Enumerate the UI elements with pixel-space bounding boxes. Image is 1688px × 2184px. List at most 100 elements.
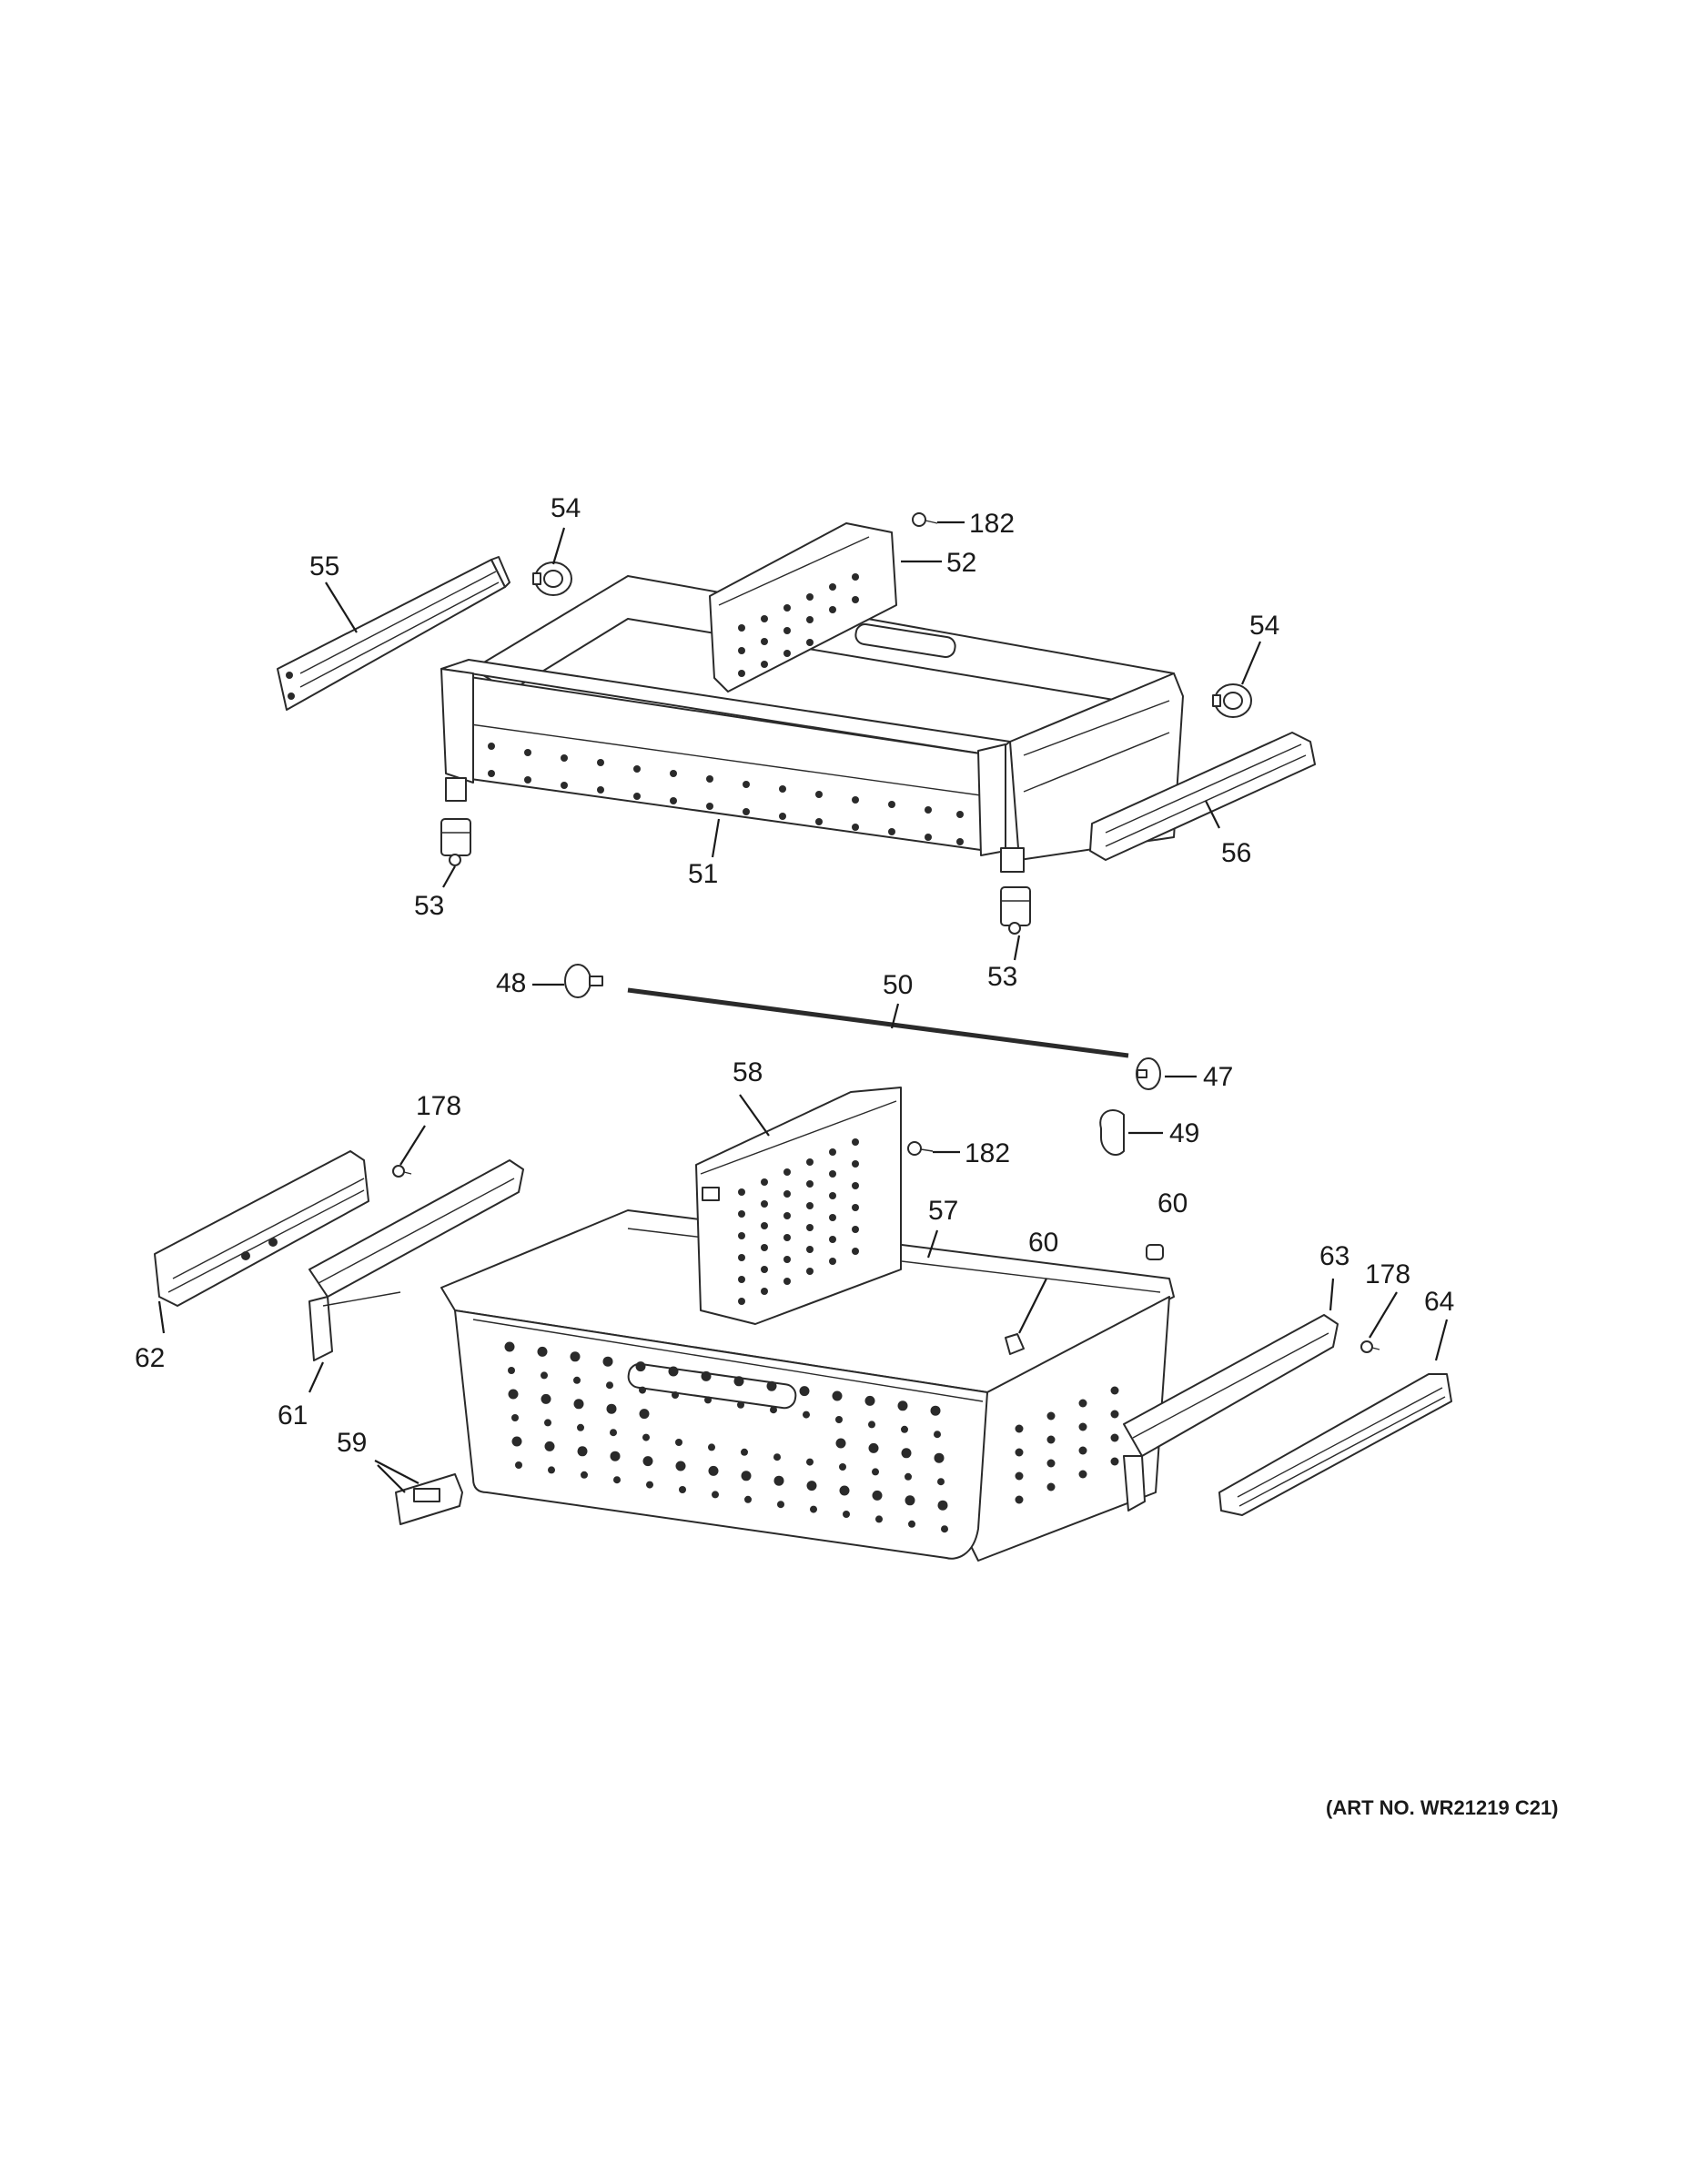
perforation-hole	[934, 1431, 941, 1439]
perforation-hole	[606, 1403, 617, 1414]
perforation-hole	[806, 1180, 814, 1188]
part-64-slide-rail	[1218, 1373, 1452, 1516]
perforation-hole	[1110, 1410, 1119, 1419]
callout-55: 55	[309, 551, 339, 581]
perforation-hole	[806, 1246, 814, 1253]
perforation-hole	[829, 1192, 836, 1199]
callout-64: 64	[1424, 1287, 1454, 1317]
perforation-hole	[852, 1248, 859, 1255]
perforation-hole	[704, 1396, 712, 1404]
perforation-hole	[744, 1495, 752, 1503]
part-48-gear	[564, 964, 603, 998]
perforation-hole	[799, 1386, 810, 1397]
perforation-hole	[783, 1256, 791, 1263]
part-61-slide-bracket	[308, 1159, 524, 1361]
perforation-hole	[570, 1351, 581, 1362]
perforation-hole	[581, 1471, 588, 1479]
perforation-hole	[508, 1367, 515, 1374]
perforation-hole	[829, 1170, 836, 1178]
perforation-hole	[573, 1399, 584, 1410]
perforation-hole	[783, 1168, 791, 1176]
callout-60-a: 60	[1157, 1188, 1188, 1218]
part-182-screw-upper	[912, 512, 938, 527]
perforation-hole	[761, 1200, 768, 1208]
perforation-hole	[852, 1182, 859, 1189]
perforation-hole	[832, 1390, 843, 1401]
perforation-hole	[783, 1278, 791, 1285]
callout-49: 49	[1169, 1118, 1199, 1148]
part-178-screw-left	[392, 1165, 412, 1178]
perforation-hole	[733, 1376, 744, 1387]
perforation-hole	[1078, 1446, 1087, 1455]
perforation-hole	[829, 1258, 836, 1265]
perforation-hole	[613, 1476, 621, 1484]
perforation-hole	[806, 1202, 814, 1209]
part-52-divider	[709, 522, 897, 693]
perforation-hole	[741, 1448, 748, 1456]
art-number: (ART NO. WR21219 C21)	[1326, 1796, 1559, 1819]
perforation-hole	[852, 1204, 859, 1211]
callout-178-left: 178	[416, 1091, 461, 1121]
perforation-hole	[577, 1446, 588, 1457]
perforation-hole	[639, 1386, 646, 1394]
perforation-hole	[777, 1501, 784, 1509]
perforation-hole	[829, 1148, 836, 1156]
perforation-hole	[761, 1178, 768, 1186]
perforation-hole	[639, 1409, 650, 1420]
part-62-slide-rail	[154, 1150, 369, 1307]
perforation-hole	[806, 1224, 814, 1231]
perforation-hole	[901, 1425, 908, 1433]
perforation-hole	[937, 1478, 945, 1486]
perforation-hole	[864, 1395, 875, 1406]
perforation-hole	[937, 1500, 948, 1511]
callout-59: 59	[337, 1428, 367, 1458]
perforation-hole	[504, 1341, 515, 1352]
perforation-hole	[610, 1429, 617, 1437]
perforation-hole	[1015, 1424, 1024, 1433]
leader-lines	[157, 521, 1449, 1493]
part-54-roller-left	[532, 561, 572, 596]
perforation-hole	[773, 1475, 784, 1486]
perforation-hole	[541, 1393, 551, 1404]
perforation-hole	[738, 1254, 745, 1261]
callout-51: 51	[688, 859, 718, 889]
perforation-hole	[761, 1288, 768, 1295]
perforation-hole	[511, 1436, 522, 1447]
perforation-hole	[708, 1465, 719, 1476]
part-53-wheel-left	[440, 818, 471, 866]
part-47-gear	[1136, 1057, 1161, 1090]
perforation-hole	[783, 1190, 791, 1198]
perforation-hole	[835, 1438, 846, 1449]
perforation-hole	[770, 1406, 777, 1414]
perforation-hole	[548, 1466, 555, 1474]
perforation-hole	[901, 1448, 912, 1459]
perforation-hole	[668, 1366, 679, 1377]
part-59-bracket	[395, 1473, 463, 1525]
perforation-hole	[868, 1421, 875, 1429]
callout-58: 58	[733, 1057, 763, 1087]
perforation-hole	[852, 1160, 859, 1168]
perforation-hole	[852, 1138, 859, 1146]
perforation-hole	[806, 1158, 814, 1166]
perforation-hole	[701, 1370, 712, 1381]
perforation-hole	[761, 1244, 768, 1251]
perforation-hole	[908, 1520, 915, 1528]
perforation-hole	[1078, 1399, 1087, 1408]
perforation-hole	[773, 1453, 781, 1461]
part-60-stop-a	[1146, 1244, 1164, 1260]
perforation-hole	[1046, 1435, 1056, 1444]
perforation-hole	[1046, 1411, 1056, 1421]
perforation-hole	[905, 1495, 915, 1506]
perforation-hole	[642, 1456, 653, 1467]
perforation-hole	[872, 1490, 883, 1501]
perforation-hole	[544, 1441, 555, 1451]
perforation-hole	[941, 1525, 948, 1533]
perforation-hole	[511, 1414, 519, 1421]
perforation-hole	[737, 1400, 744, 1409]
callout-54-left: 54	[551, 493, 581, 523]
perforation-hole	[1015, 1495, 1024, 1504]
perforation-hole	[741, 1471, 752, 1481]
part-58-divider	[695, 1087, 902, 1325]
perforation-hole	[875, 1515, 883, 1523]
